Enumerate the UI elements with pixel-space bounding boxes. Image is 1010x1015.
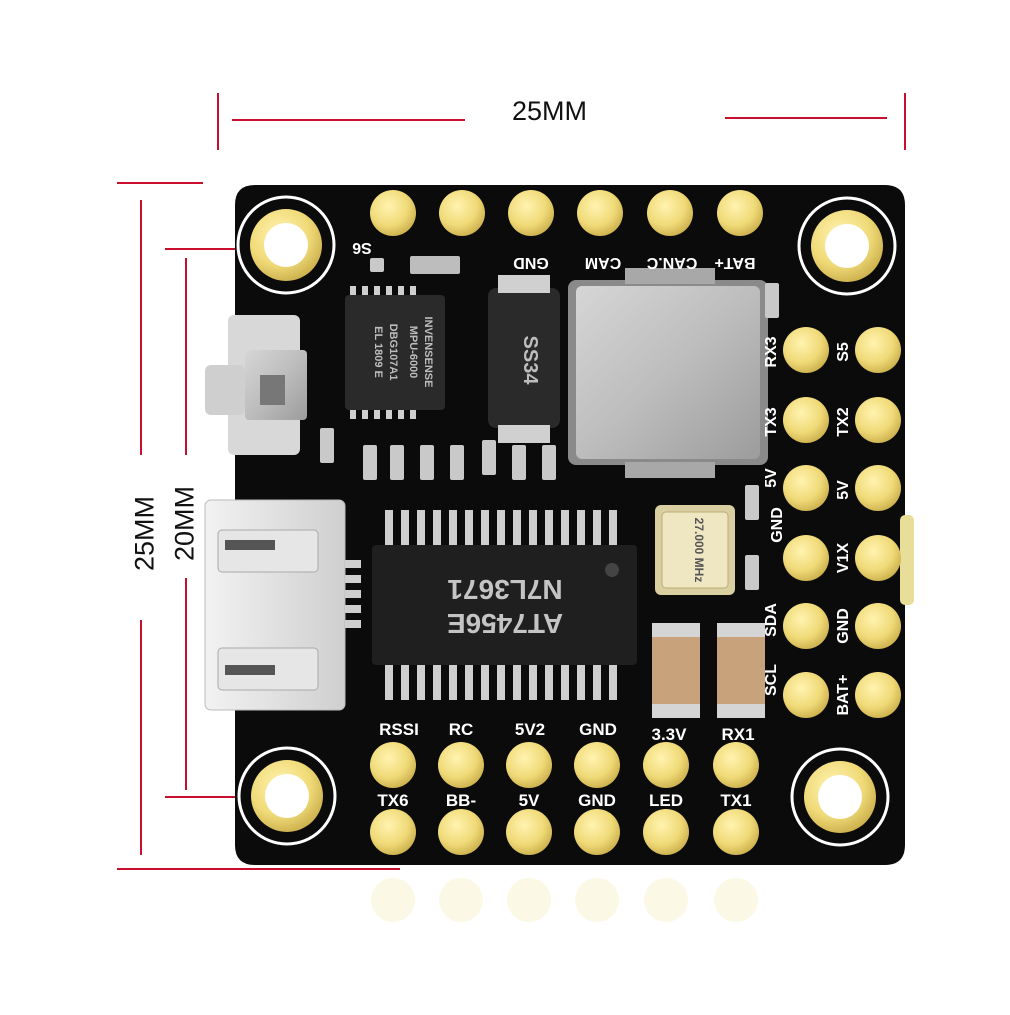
pad-label-gnd-c: GND: [579, 720, 617, 739]
crystal: 27.000 MHz: [655, 505, 735, 595]
inductor: [568, 268, 768, 478]
top-pad-labels: BAT+ CAN.C CAM GND S6: [352, 239, 755, 271]
usb-connector: [204, 499, 361, 711]
imu-text-3: DBG107A1: [387, 324, 399, 381]
pad-label-scl: SCL: [763, 664, 780, 696]
diode-label: SS34: [519, 336, 541, 386]
pad-label-rx1: RX1: [721, 725, 754, 744]
imu-text-4: EL 1809 E: [372, 326, 384, 378]
pad-label-led: LED: [649, 791, 683, 810]
pad-label-rssi: RSSI: [379, 720, 419, 739]
osd-text-1: AT7456E: [447, 608, 563, 639]
micro-usb-small: [205, 315, 307, 455]
pad-label-5v-a: 5V: [763, 468, 780, 488]
pad-label-bb: BB-: [446, 791, 476, 810]
pad-label-s5: S5: [835, 342, 852, 362]
pad-label-rx3: RX3: [763, 336, 780, 367]
pad-label-bat-b: BAT+: [835, 674, 852, 715]
pad-label-v1x: V1X: [835, 543, 852, 574]
pad-label-rc: RC: [449, 720, 474, 739]
osd-chip: AT7456E N7L3671: [372, 510, 637, 700]
pad-label-tx6: TX6: [377, 791, 408, 810]
pad-label-gnd-a: GND: [769, 507, 786, 543]
bottom-pads: [370, 742, 759, 855]
imu-chip: INVENSENSE MPU-6000 DBG107A1 EL 1809 E: [345, 286, 445, 419]
pad-label-gnd-b: GND: [835, 608, 852, 644]
pad-label-s6: S6: [352, 239, 372, 256]
pad-label-5v-c: 5V: [519, 791, 540, 810]
pad-label-canc: CAN.C: [646, 254, 697, 271]
top-pads: [370, 190, 763, 236]
board-reflection: [371, 878, 758, 922]
imu-text-2: MPU-6000: [407, 326, 419, 379]
smd-components: [320, 256, 779, 590]
imu-text-1: INVENSENSE: [422, 317, 434, 388]
pad-label-5v-b: 5V: [835, 480, 852, 500]
crystal-label: 27.000 MHz: [692, 518, 706, 583]
right-pads: [783, 327, 901, 718]
pad-label-sda: SDA: [763, 603, 780, 637]
pad-label-cam: CAM: [585, 254, 621, 271]
diode-chip: SS34: [488, 275, 560, 443]
pad-label-bat: BAT+: [714, 254, 755, 271]
pad-label-tx1: TX1: [720, 791, 751, 810]
pad-label-tx2: TX2: [835, 407, 852, 436]
dimension-mount-label: 20MM: [169, 486, 200, 562]
dimension-width-label: 25MM: [512, 96, 588, 126]
pad-label-gnd: GND: [513, 254, 549, 271]
pad-label-33v: 3.3V: [652, 725, 688, 744]
right-pad-labels: RX3 TX3 5V GND SDA SCL S5 TX2 5V V1X GND…: [763, 336, 852, 715]
osd-text-2: N7L3671: [447, 574, 562, 605]
capacitors: [652, 623, 765, 718]
bottom-pad-labels: RSSI RC 5V2 GND 3.3V RX1 TX6 BB- 5V GND …: [377, 720, 754, 810]
pad-label-tx3: TX3: [763, 407, 780, 436]
pad-label-gnd-d: GND: [578, 791, 616, 810]
dimension-height-label: 25MM: [129, 496, 160, 572]
pad-label-5v2: 5V2: [515, 720, 545, 739]
